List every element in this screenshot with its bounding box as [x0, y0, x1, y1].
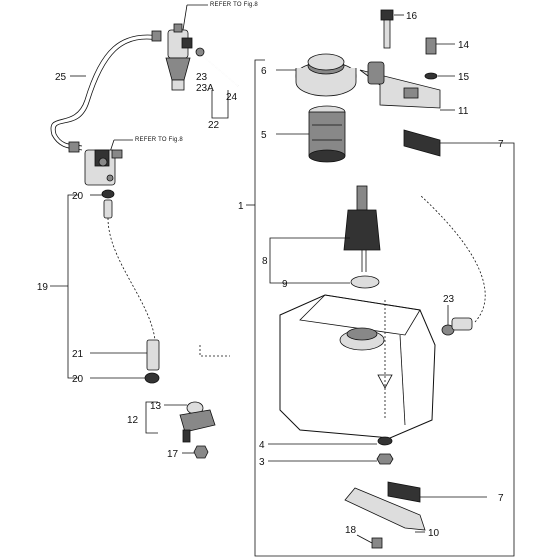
label-11: 11 — [458, 106, 469, 117]
drain-washer — [377, 436, 393, 446]
label-4: 4 — [259, 440, 265, 451]
label-9: 9 — [282, 279, 288, 290]
label-13: 13 — [150, 401, 162, 412]
leader-18 — [356, 534, 373, 544]
reference-note-left: REFER TO Fig.8 — [135, 137, 183, 143]
hose-end-upper — [103, 199, 113, 219]
label-25: 25 — [55, 72, 67, 83]
fuel-hose-21 — [146, 339, 160, 371]
fuel-cock-left — [84, 149, 123, 186]
label-7-top: 7 — [498, 139, 504, 150]
fuel-level-gauge — [343, 185, 381, 289]
cushion-bottom — [387, 481, 421, 503]
bolt-assembly — [380, 9, 438, 80]
fuel-hose-inner — [54, 38, 159, 147]
hose-clip-top — [101, 189, 115, 199]
label-23-right: 23 — [443, 294, 455, 305]
lower-bracket — [344, 487, 426, 531]
label-6: 6 — [261, 66, 267, 77]
label-24: 24 — [226, 92, 238, 103]
label-21: 21 — [72, 349, 84, 360]
hose-clip-bottom — [144, 372, 160, 384]
fuel-hose-outer — [50, 34, 161, 151]
bracket-frame-8 — [269, 237, 281, 284]
drain-plug — [376, 453, 394, 465]
leader-22-24 — [211, 90, 229, 119]
lower-bolt — [371, 537, 383, 549]
label-22: 22 — [208, 120, 220, 131]
label-20-bottom: 20 — [72, 374, 84, 385]
cushion-top — [403, 129, 441, 157]
drain-valve-assembly — [179, 401, 216, 459]
label-17: 17 — [167, 449, 179, 460]
reference-leader-top-2 — [182, 4, 188, 31]
fuel-pipe — [195, 47, 239, 87]
fuel-strainer — [308, 105, 346, 163]
bracket-frame-12 — [145, 401, 158, 434]
label-18: 18 — [345, 525, 357, 536]
fuel-tank-cap — [295, 53, 357, 97]
label-8: 8 — [262, 256, 268, 267]
label-15: 15 — [458, 72, 470, 83]
bracket-frame-1 — [254, 59, 395, 557]
drain-dashed-line — [199, 345, 230, 357]
label-12: 12 — [127, 415, 139, 426]
label-23: 23 — [196, 72, 208, 83]
label-10: 10 — [428, 528, 440, 539]
label-23A: 23A — [196, 83, 214, 94]
label-20-top: 20 — [72, 191, 84, 202]
fuel-tank-body — [279, 294, 436, 439]
fuel-valve-top — [165, 23, 193, 91]
reference-note-top: REFER TO Fig.8 — [210, 2, 258, 8]
bracket-frame-19 — [67, 194, 79, 379]
fuel-hose-dashed — [107, 217, 156, 341]
breather-hose — [419, 194, 486, 336]
bracket-frame-7 — [395, 142, 515, 557]
label-1: 1 — [238, 201, 244, 212]
fuel-tank-bracket — [359, 61, 441, 109]
label-5: 5 — [261, 130, 267, 141]
label-3: 3 — [259, 457, 265, 468]
label-19: 19 — [37, 282, 49, 293]
hose-clamp-left — [68, 141, 80, 153]
hose-clamp-top — [151, 30, 162, 42]
label-7-bottom: 7 — [498, 493, 504, 504]
label-14: 14 — [458, 40, 470, 51]
label-16: 16 — [406, 11, 418, 22]
